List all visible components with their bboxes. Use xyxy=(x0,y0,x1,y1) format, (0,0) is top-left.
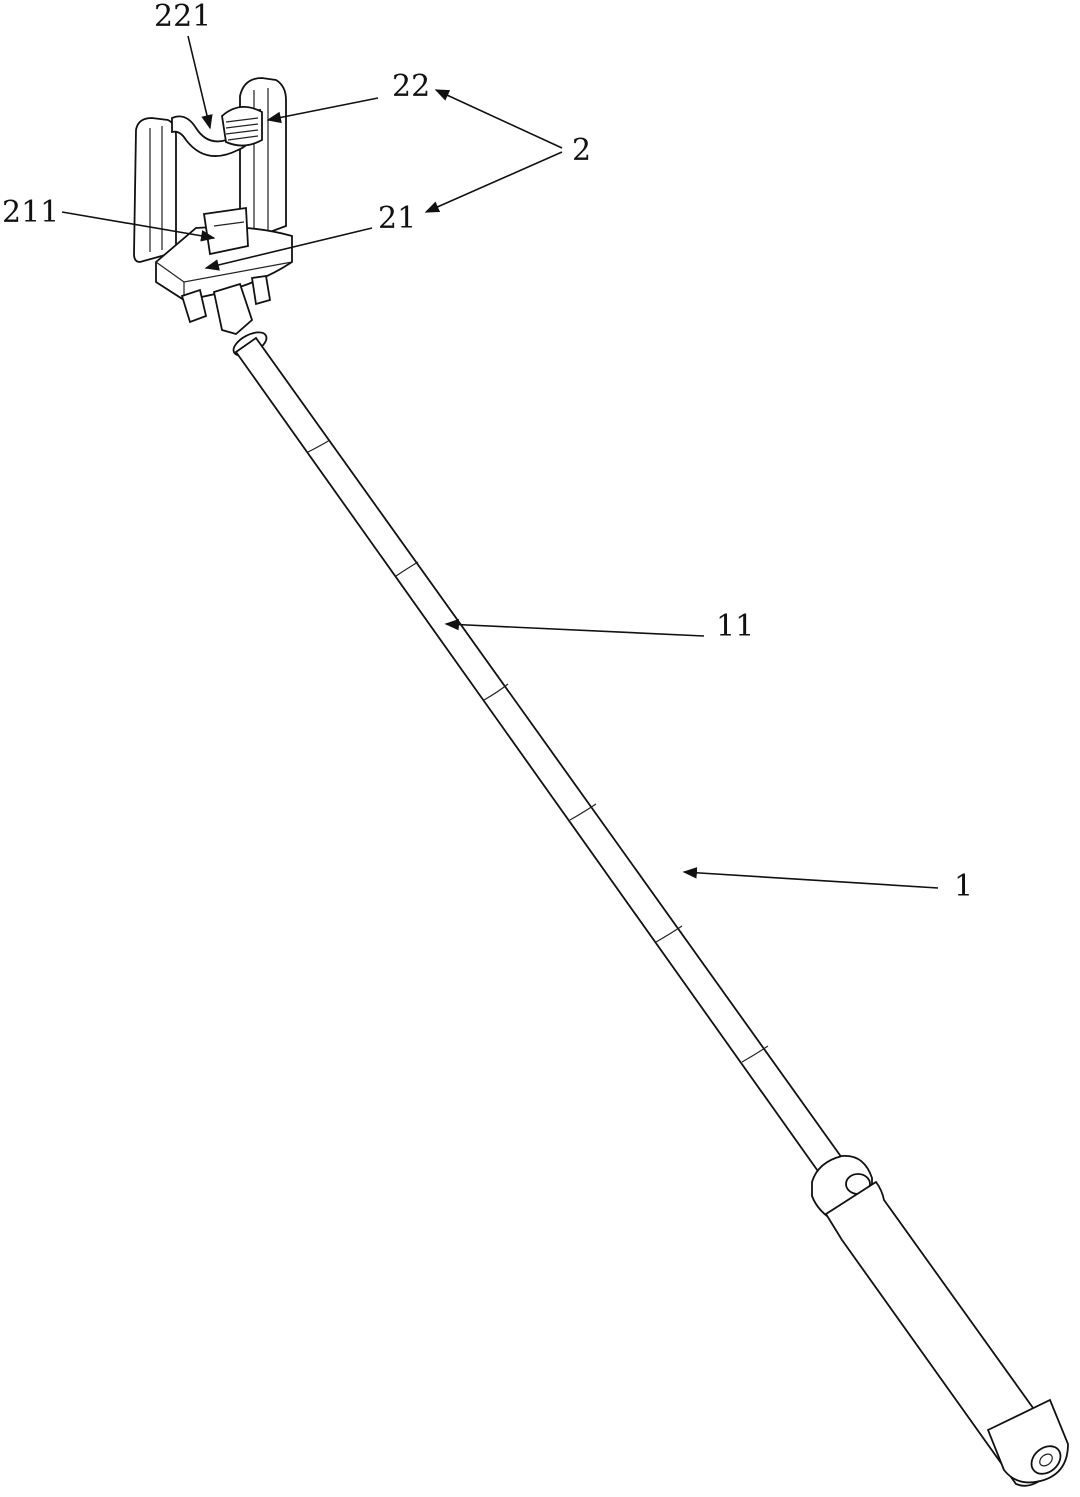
handle xyxy=(811,1155,1069,1487)
label-2: 2 xyxy=(572,133,591,168)
label-11: 11 xyxy=(716,609,754,644)
label-221: 221 xyxy=(154,0,211,34)
label-22: 22 xyxy=(392,69,430,104)
reference-numerals: 221 22 2 211 21 11 1 xyxy=(2,0,973,904)
label-211: 211 xyxy=(2,195,59,230)
label-1: 1 xyxy=(954,869,973,904)
label-21: 21 xyxy=(378,201,416,236)
telescopic-rod xyxy=(234,336,844,1176)
leader-lines xyxy=(61,35,939,889)
